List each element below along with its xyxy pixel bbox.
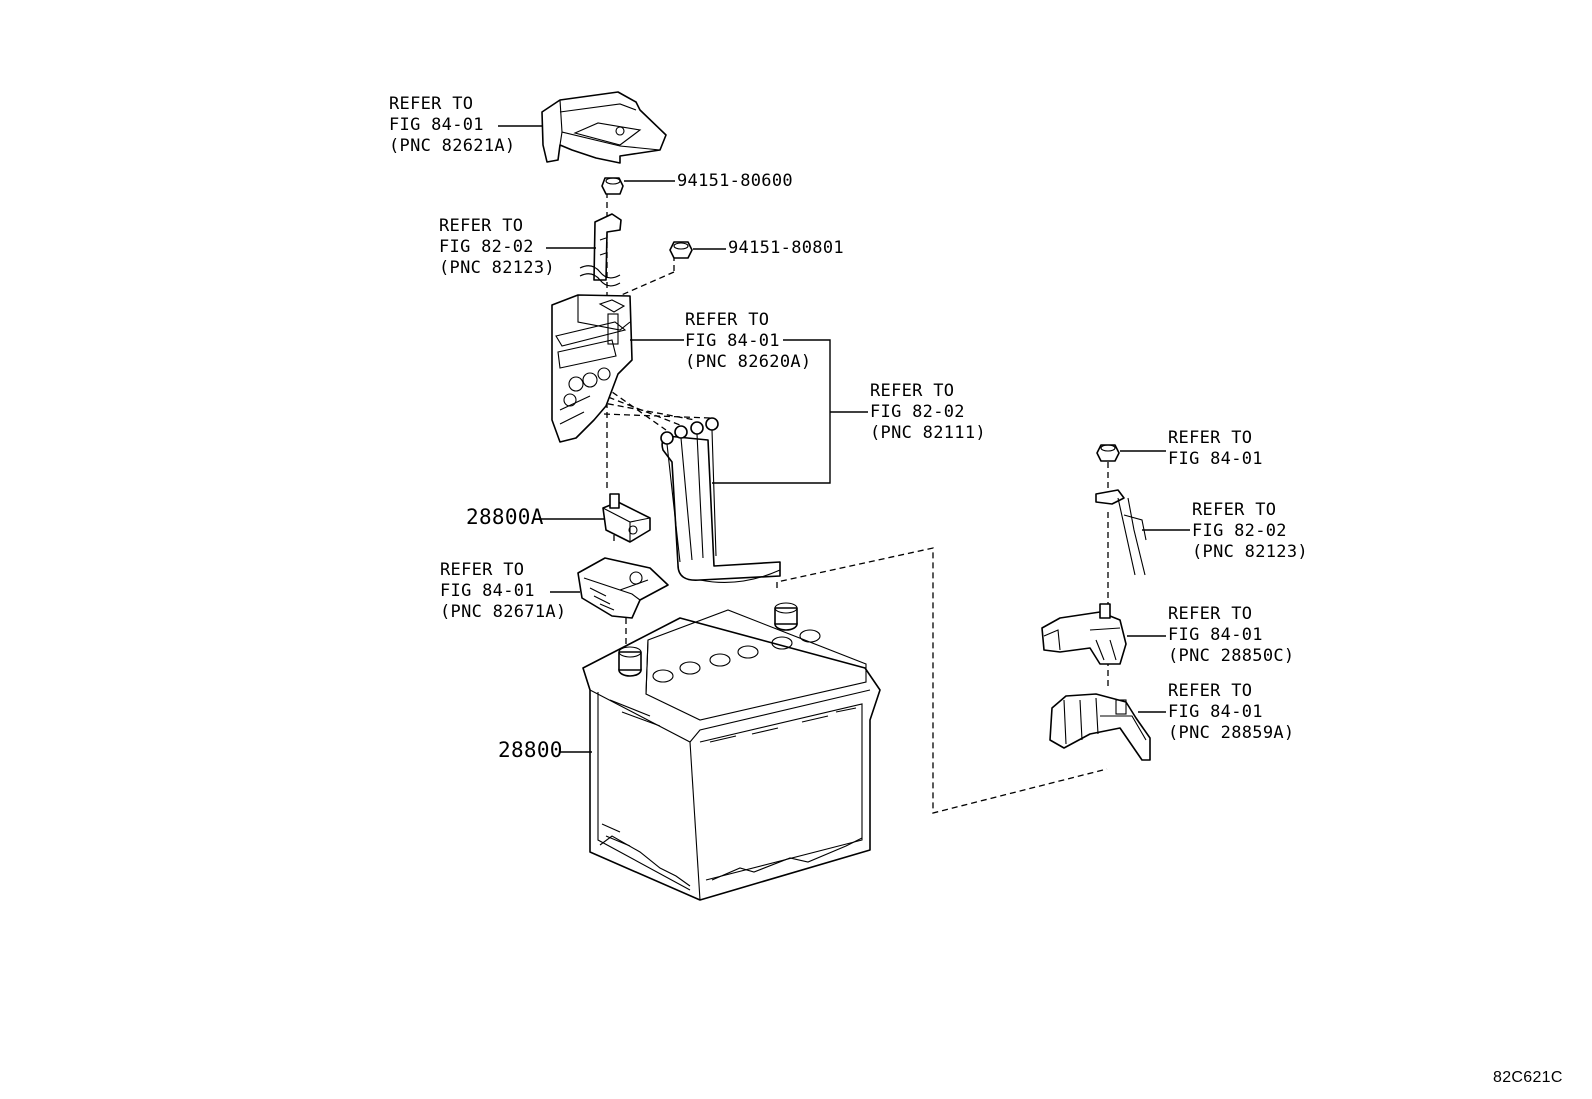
callout-line: FIG 82-02 (439, 237, 534, 257)
battery-28800 (582, 602, 881, 901)
callout-line: REFER TO (685, 310, 770, 330)
callout-line: REFER TO (440, 560, 525, 580)
callout-line: FIG 84-01 (1168, 449, 1263, 469)
figure-code: 82C621C (1493, 1069, 1563, 1086)
leader-lines (498, 125, 1190, 753)
callout-line: REFER TO (389, 94, 474, 114)
nut-94151-80600 (601, 177, 624, 195)
wire-terminal-82123-right (1095, 489, 1147, 576)
wire-terminal-82123 (579, 213, 622, 287)
callout-line: (PNC 82621A) (389, 136, 516, 156)
callout-line: FIG 84-01 (389, 115, 484, 135)
callout-line: FIG 84-01 (440, 581, 535, 601)
callout-82123-left: REFER TO FIG 82-02 (PNC 82123) (439, 216, 555, 279)
current-sensor-28850C (1041, 603, 1127, 665)
terminal-clamp-28800A (602, 493, 651, 543)
callout-line: FIG 84-01 (685, 331, 780, 351)
callout-line: (PNC 82620A) (685, 352, 812, 372)
callout-right-nut: REFER TO FIG 84-01 (1168, 428, 1263, 470)
callout-line: FIG 84-01 (1168, 625, 1263, 645)
callout-line: (PNC 82111) (870, 423, 986, 443)
callout-line: REFER TO (1168, 681, 1253, 701)
callout-82123-right: REFER TO FIG 82-02 (PNC 82123) (1192, 500, 1308, 563)
callout-line: (PNC 82123) (1192, 542, 1308, 562)
callout-line: REFER TO (1192, 500, 1277, 520)
callout-line: (PNC 82671A) (440, 602, 567, 622)
callout-82671A: REFER TO FIG 84-01 (PNC 82671A) (440, 560, 566, 623)
callout-28859A: REFER TO FIG 84-01 (PNC 28859A) (1168, 681, 1294, 744)
nut-94151-80801 (669, 241, 693, 259)
callout-82621A: REFER TO FIG 84-01 (PNC 82621A) (389, 94, 515, 157)
callout-line: (PNC 82123) (439, 258, 555, 278)
callout-82620A: REFER TO FIG 84-01 (PNC 82620A) (685, 310, 811, 373)
callout-line: REFER TO (870, 381, 955, 401)
callout-line: REFER TO (439, 216, 524, 236)
part-number-28800A: 28800A (466, 505, 544, 529)
callout-82111: REFER TO FIG 82-02 (PNC 82111) (870, 381, 986, 444)
terminal-cover-82671A (577, 557, 669, 619)
part-number-94151-80801: 94151-80801 (728, 238, 844, 258)
right-nut (1096, 444, 1120, 462)
part-number-94151-80600: 94151-80600 (677, 171, 793, 191)
callout-line: FIG 84-01 (1168, 702, 1263, 722)
battery-cables-82111 (660, 417, 781, 584)
callout-line: (PNC 28850C) (1168, 646, 1295, 666)
callout-line: FIG 82-02 (1192, 521, 1287, 541)
callout-line: (PNC 28859A) (1168, 723, 1295, 743)
callout-28850C: REFER TO FIG 84-01 (PNC 28850C) (1168, 604, 1294, 667)
callout-line: REFER TO (1168, 428, 1253, 448)
terminal-cover-82621A (541, 91, 667, 164)
fuse-block-82620A (551, 294, 633, 443)
callout-line: FIG 82-02 (870, 402, 965, 422)
callout-line: REFER TO (1168, 604, 1253, 624)
bracket-28859A (1049, 693, 1151, 761)
part-number-28800: 28800 (498, 738, 563, 762)
